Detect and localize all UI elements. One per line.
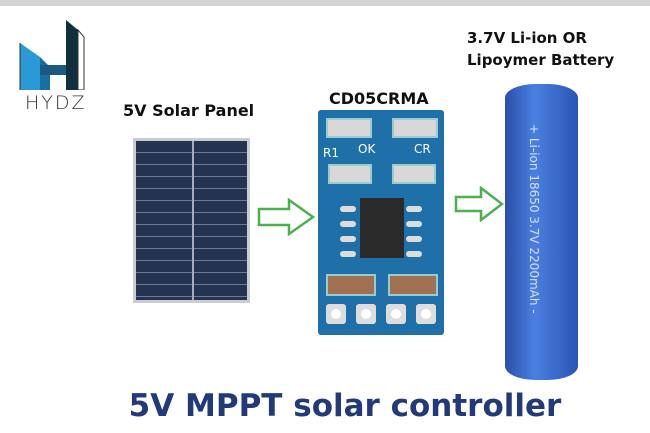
module-label: CD05CRMA (329, 89, 429, 108)
silk-ok: OK (358, 142, 376, 156)
silk-cr: CR (414, 142, 431, 156)
solar-panel-image (133, 138, 250, 303)
logo-text: HYDZ (25, 92, 87, 114)
battery-label-line1: 3.7V Li-ion OR (467, 29, 587, 47)
logo-icon (19, 20, 85, 91)
solar-panel-label: 5V Solar Panel (123, 101, 255, 120)
battery-image: + Li-ion 18650 3.7V 2200mAh - (505, 84, 578, 380)
arrow-right-icon (454, 186, 504, 222)
arrow-right-icon (257, 198, 315, 236)
top-border (0, 0, 650, 6)
page-title: 5V MPPT solar controller (128, 388, 562, 424)
battery-label-line2: Lipoymer Battery (467, 51, 615, 69)
hydz-logo (18, 15, 86, 94)
battery-print: + Li-ion 18650 3.7V 2200mAh - (527, 124, 541, 314)
silk-r1: R1 (323, 146, 339, 160)
ic-chip (360, 198, 404, 258)
cd05crma-module-image: R1 OK CR (318, 110, 444, 335)
